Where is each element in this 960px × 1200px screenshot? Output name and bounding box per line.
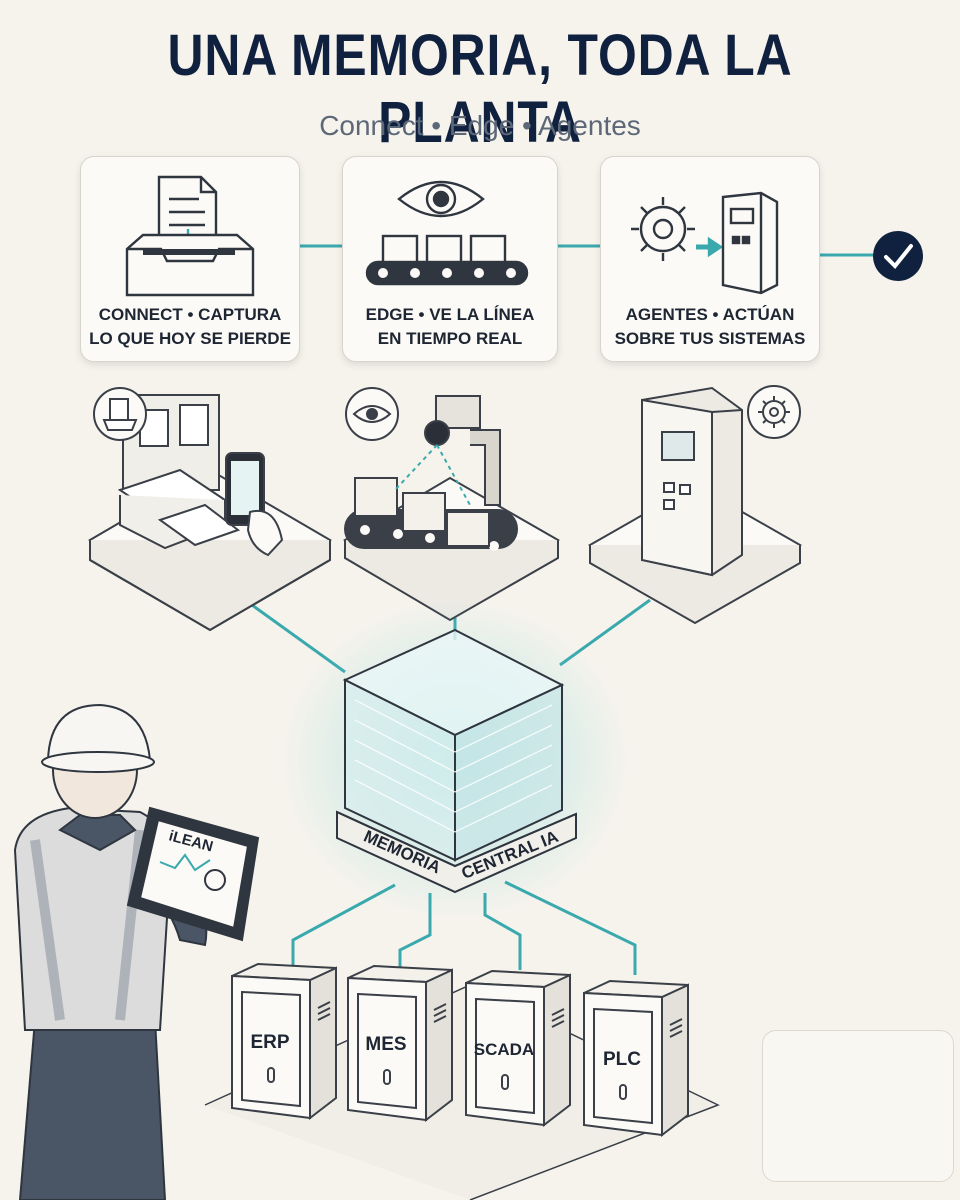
step-card-agents: AGENTES • ACTÚAN SOBRE TUS SISTEMAS — [600, 156, 820, 362]
worker-figure — [13, 703, 208, 1200]
step-agents-line1: AGENTES • ACTÚAN — [625, 305, 795, 324]
step-edge-line1: EDGE • VE LA LÍNEA — [365, 305, 535, 324]
server-label-plc: PLC — [603, 1049, 641, 1070]
step-connect-line1: CONNECT • CAPTURA — [98, 305, 282, 324]
step-agents-line2: SOBRE TUS SISTEMAS — [614, 329, 806, 348]
eye-conveyor-icon — [365, 180, 529, 286]
system-connectors — [291, 880, 637, 975]
server-cabinet-scada: SCADA — [465, 969, 571, 1128]
document-badge-icon — [93, 387, 147, 441]
server-label-scada: SCADA — [474, 1040, 534, 1059]
memory-core-cube — [336, 628, 577, 894]
corner-logo-panel — [762, 1030, 954, 1182]
check-icon — [873, 231, 923, 281]
platform-edge — [343, 395, 561, 622]
server-cabinet-erp: ERP — [231, 962, 337, 1121]
step-card-edge: EDGE • VE LA LÍNEA EN TIEMPO REAL — [342, 156, 558, 362]
platform-agents — [587, 386, 803, 625]
server-cabinet-plc: PLC — [583, 979, 689, 1138]
page-title: UNA MEMORIA, TODA LA PLANTA — [167, 23, 793, 155]
tablet-device — [126, 806, 260, 942]
server-label-erp: ERP — [250, 1032, 289, 1053]
pipeline-connectors — [298, 244, 874, 257]
eye-badge-icon — [345, 387, 399, 441]
gear-badge-icon — [747, 385, 801, 439]
document-inbox-icon — [125, 175, 255, 297]
server-cabinet-mes: MES — [347, 964, 453, 1123]
platform-connect — [88, 394, 332, 632]
step-edge-line2: EN TIEMPO REAL — [377, 329, 523, 348]
step-connect-line2: LO QUE HOY SE PIERDE — [89, 329, 291, 348]
step-card-connect: CONNECT • CAPTURA LO QUE HOY SE PIERDE — [80, 156, 300, 362]
server-label-mes: MES — [365, 1034, 406, 1055]
gear-cabinet-icon — [631, 191, 779, 295]
page-subtitle: Connect • Edge • Agentes — [319, 110, 641, 141]
